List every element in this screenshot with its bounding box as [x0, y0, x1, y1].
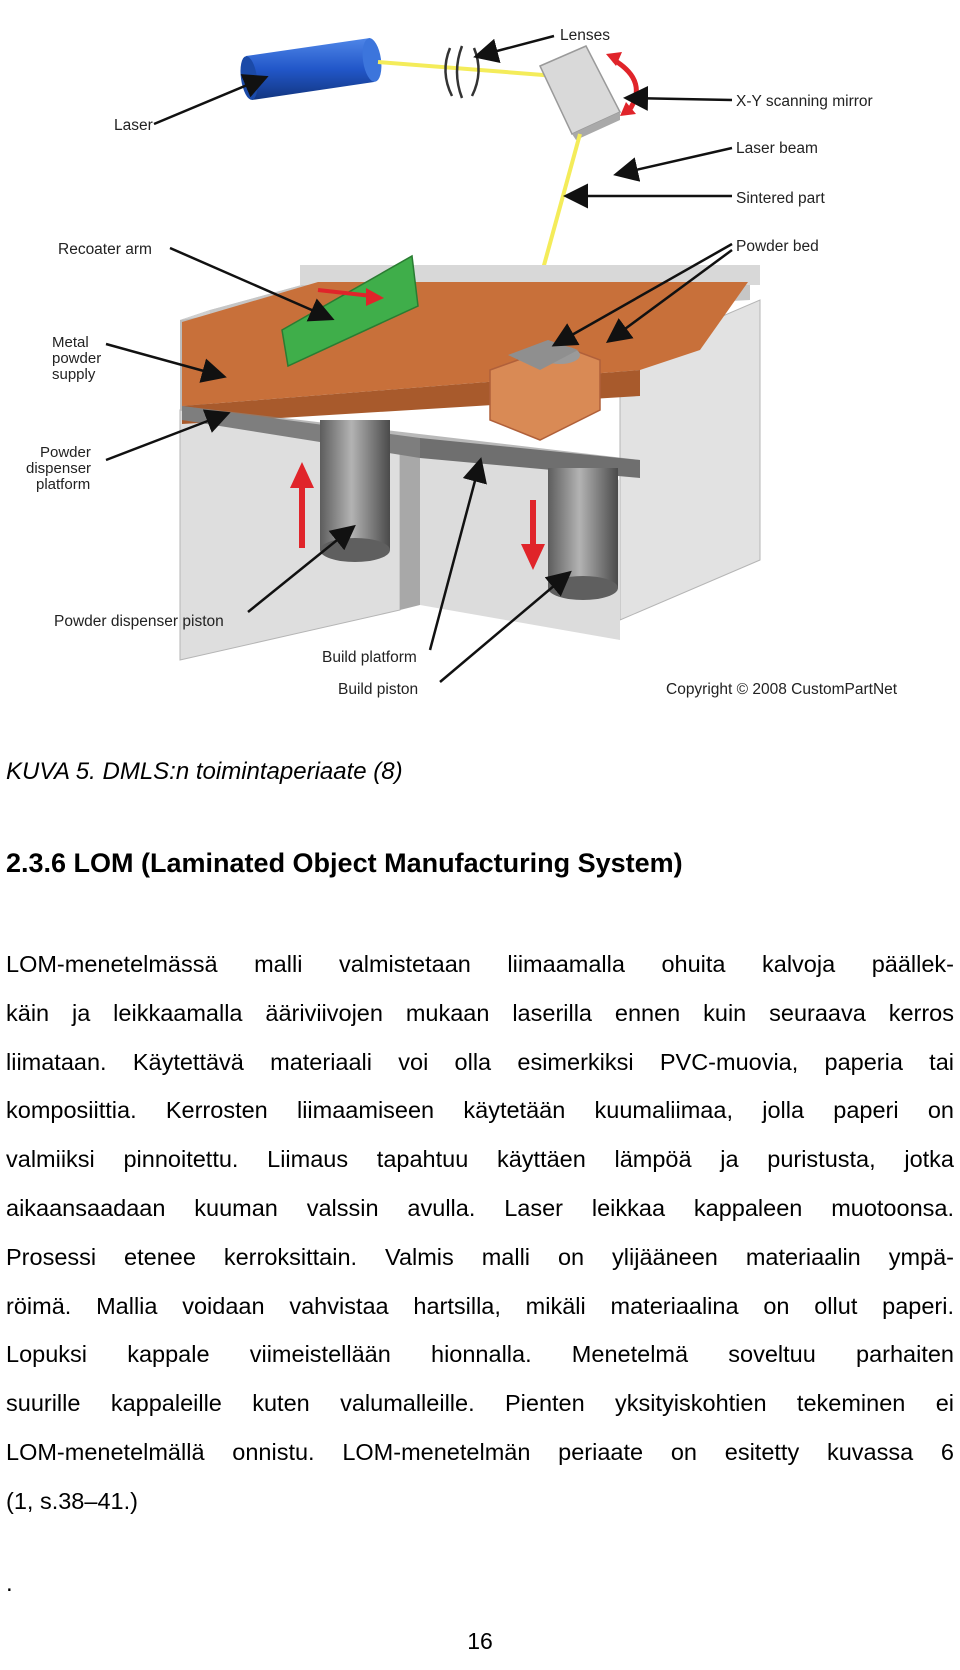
section-heading: 2.3.6 LOM (Laminated Object Manufacturin…	[6, 848, 683, 878]
body-line: Lopuksi kappale viimeistellään hionnalla…	[6, 1341, 954, 1368]
dispenser-piston-label: Powder dispenser piston	[54, 613, 224, 630]
body-line: suurille kappaleille kuten valumalleille…	[6, 1390, 954, 1417]
lenses	[444, 45, 480, 99]
trailing-mark: .	[6, 1570, 13, 1597]
body-line: röimä. Mallia voidaan vahvistaa hartsill…	[6, 1292, 954, 1319]
laser-beam-horizontal	[377, 60, 557, 78]
laser	[240, 38, 382, 100]
build-piston-label: Build piston	[338, 681, 418, 698]
dispenser-platform-label-1: Powder	[40, 444, 91, 461]
piston-motion-arrows	[290, 462, 545, 570]
build-platform-label: Build platform	[322, 649, 417, 666]
scanning-mirror	[538, 45, 622, 140]
page-number: 16	[467, 1628, 493, 1654]
body-line: Prosessi etenee kerroksittain. Valmis ma…	[6, 1243, 954, 1270]
build-piston	[548, 468, 618, 600]
body-line: aikaansaadaan kuuman valssin avulla. Las…	[6, 1194, 954, 1221]
body-line: valmiiksi pinnoitettu. Liimaus tapahtuu …	[6, 1146, 954, 1173]
recoater-arrow-head	[366, 288, 384, 306]
dmls-diagram: Lenses Laser X-Y scanning mirror Laser b…	[26, 27, 898, 698]
recoater-direction-arrow	[317, 288, 373, 298]
body-line: LOM-menetelmällä onnistu. LOM-menetelmän…	[6, 1438, 954, 1465]
copyright-label: Copyright © 2008 CustomPartNet	[666, 681, 898, 698]
mirror-label: X-Y scanning mirror	[736, 93, 873, 110]
recoater-arm	[281, 254, 419, 368]
body-line: LOM-menetelmässä malli valmistetaan liim…	[6, 951, 954, 977]
dispenser-platform-label-2: dispenser	[26, 460, 91, 477]
body-paragraph: LOM-menetelmässä malli valmistetaan liim…	[6, 940, 954, 1526]
mirror-arrow-head-1	[606, 52, 622, 66]
dispenser-platform-label-3: platform	[36, 476, 90, 493]
metal-powder-label-1: Metal	[52, 334, 89, 351]
laser-label: Laser	[114, 117, 153, 134]
recoater-arm-label: Recoater arm	[58, 241, 152, 258]
body-line: liimataan. Käytettävä materiaali voi oll…	[6, 1048, 954, 1075]
metal-powder-label-3: supply	[52, 366, 96, 383]
metal-powder-label-2: powder	[52, 350, 101, 367]
body-line: käin ja leikkaamalla ääriviivojen mukaan…	[6, 999, 954, 1026]
body-line: (1, s.38–41.)	[6, 1487, 138, 1514]
figure-caption: KUVA 5. DMLS:n toimintaperiaate (8)	[6, 758, 403, 785]
laser-beam-label: Laser beam	[736, 140, 818, 157]
powder-bed-label: Powder bed	[736, 238, 819, 255]
label-leaders	[105, 34, 733, 683]
sintered-part-label: Sintered part	[736, 190, 825, 207]
lenses-label: Lenses	[560, 27, 610, 44]
body-line: komposiittia. Kerrosten liimaamiseen käy…	[6, 1097, 954, 1124]
dispenser-piston	[320, 420, 390, 562]
